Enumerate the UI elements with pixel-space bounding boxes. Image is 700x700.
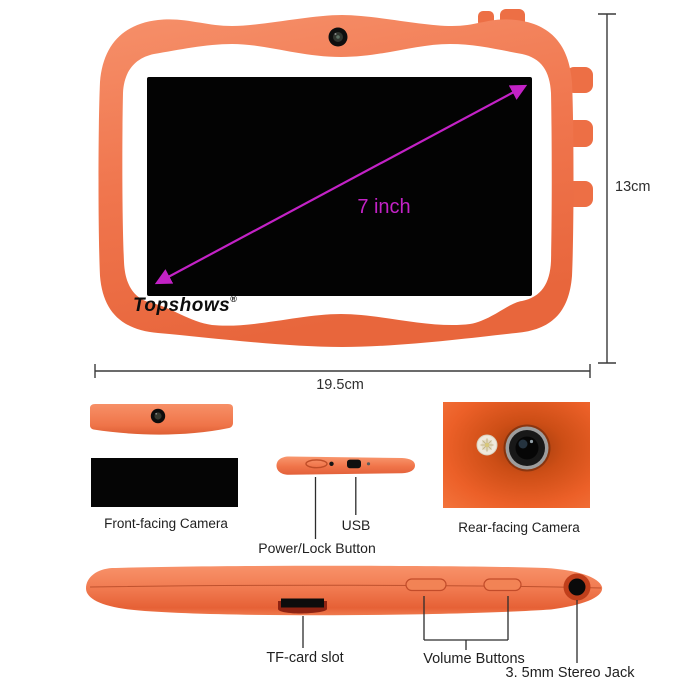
flash-led-icon: [476, 434, 498, 456]
screen-size-label: 7 inch: [357, 196, 411, 218]
top-edge-body: [276, 456, 415, 475]
width-dimension-label: 19.5cm: [316, 377, 364, 393]
screen-edge-block: [91, 458, 238, 507]
rear-camera-detail: [443, 402, 590, 508]
rear-camera-label: Rear-facing Camera: [458, 520, 580, 535]
front-camera-label: Front-facing Camera: [104, 516, 228, 531]
tf-card-slot-icon: [278, 598, 327, 614]
front-camera-detail: [90, 404, 238, 507]
stereo-jack-label: 3. 5mm Stereo Jack: [505, 665, 635, 681]
bottom-edge-detail: [86, 565, 603, 663]
front-camera-lens-icon: [150, 408, 166, 424]
mic-hole-icon: [329, 461, 334, 466]
power-button-label: Power/Lock Button: [258, 540, 376, 556]
registered-mark: ®: [230, 294, 238, 304]
rear-camera-lens-icon: [503, 424, 551, 472]
seam-line: [89, 584, 602, 589]
power-button-icon: [305, 459, 328, 469]
bottom-edge-body: [86, 565, 603, 616]
tf-card-slot-label: TF-card slot: [266, 650, 344, 666]
tablet-front-view: [98, 9, 593, 347]
front-camera-icon: [328, 27, 348, 47]
dimension-lines: [94, 13, 616, 378]
reset-hole-icon: [366, 462, 371, 466]
volume-buttons-label: Volume Buttons: [423, 651, 525, 667]
stereo-jack-icon: [563, 573, 591, 601]
diagonal-arrow: [154, 84, 528, 285]
usb-label: USB: [341, 517, 371, 533]
brand-logo: Topshows®: [133, 294, 237, 317]
top-edge-detail: [276, 456, 415, 539]
brand-name: Topshows: [133, 295, 231, 316]
usb-port-icon: [347, 459, 361, 469]
volume-up-button-icon: [405, 578, 447, 592]
volume-down-button-icon: [483, 578, 522, 592]
height-dimension-label: 13cm: [615, 179, 651, 195]
right-edge-button-icon: [566, 67, 593, 93]
